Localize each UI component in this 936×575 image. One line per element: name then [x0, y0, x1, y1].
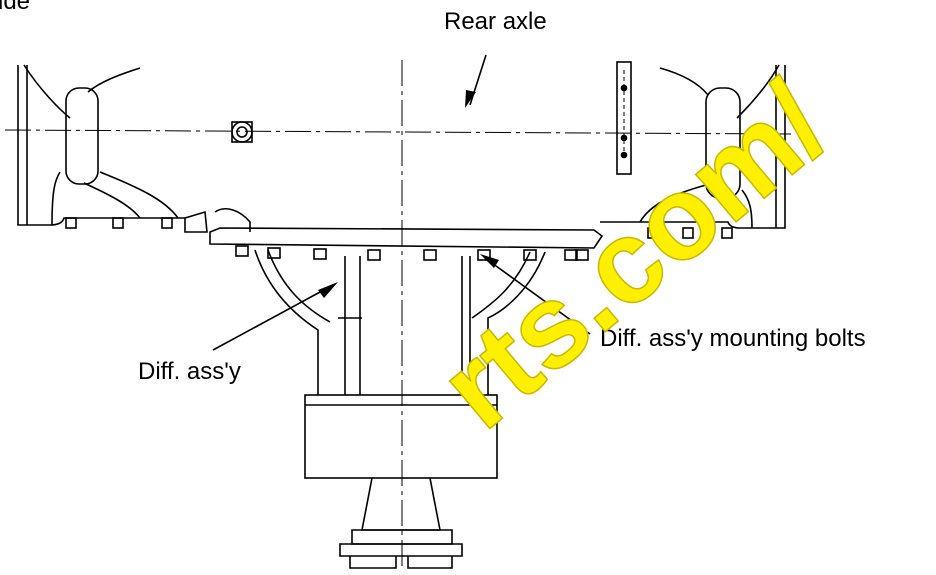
- rear-axle-arrow: [469, 54, 487, 106]
- mounting-bolts-arrow: [484, 257, 591, 335]
- mounting-bolts-label: Diff. ass'y mounting bolts: [600, 325, 866, 352]
- diff-assy-label: Diff. ass'y: [138, 358, 241, 385]
- rear-axle-label: Rear axle: [444, 8, 547, 35]
- diff-body: [254, 249, 546, 569]
- diff-mounting-flange: [209, 208, 604, 261]
- left-axle-housing: [17, 64, 253, 233]
- callout-arrows: [212, 54, 591, 351]
- right-axle-housing: [600, 61, 786, 239]
- top-left-fragment-label: ide: [0, 0, 31, 15]
- axle-centerline: [4, 129, 796, 135]
- diff-assy-arrow: [212, 284, 334, 351]
